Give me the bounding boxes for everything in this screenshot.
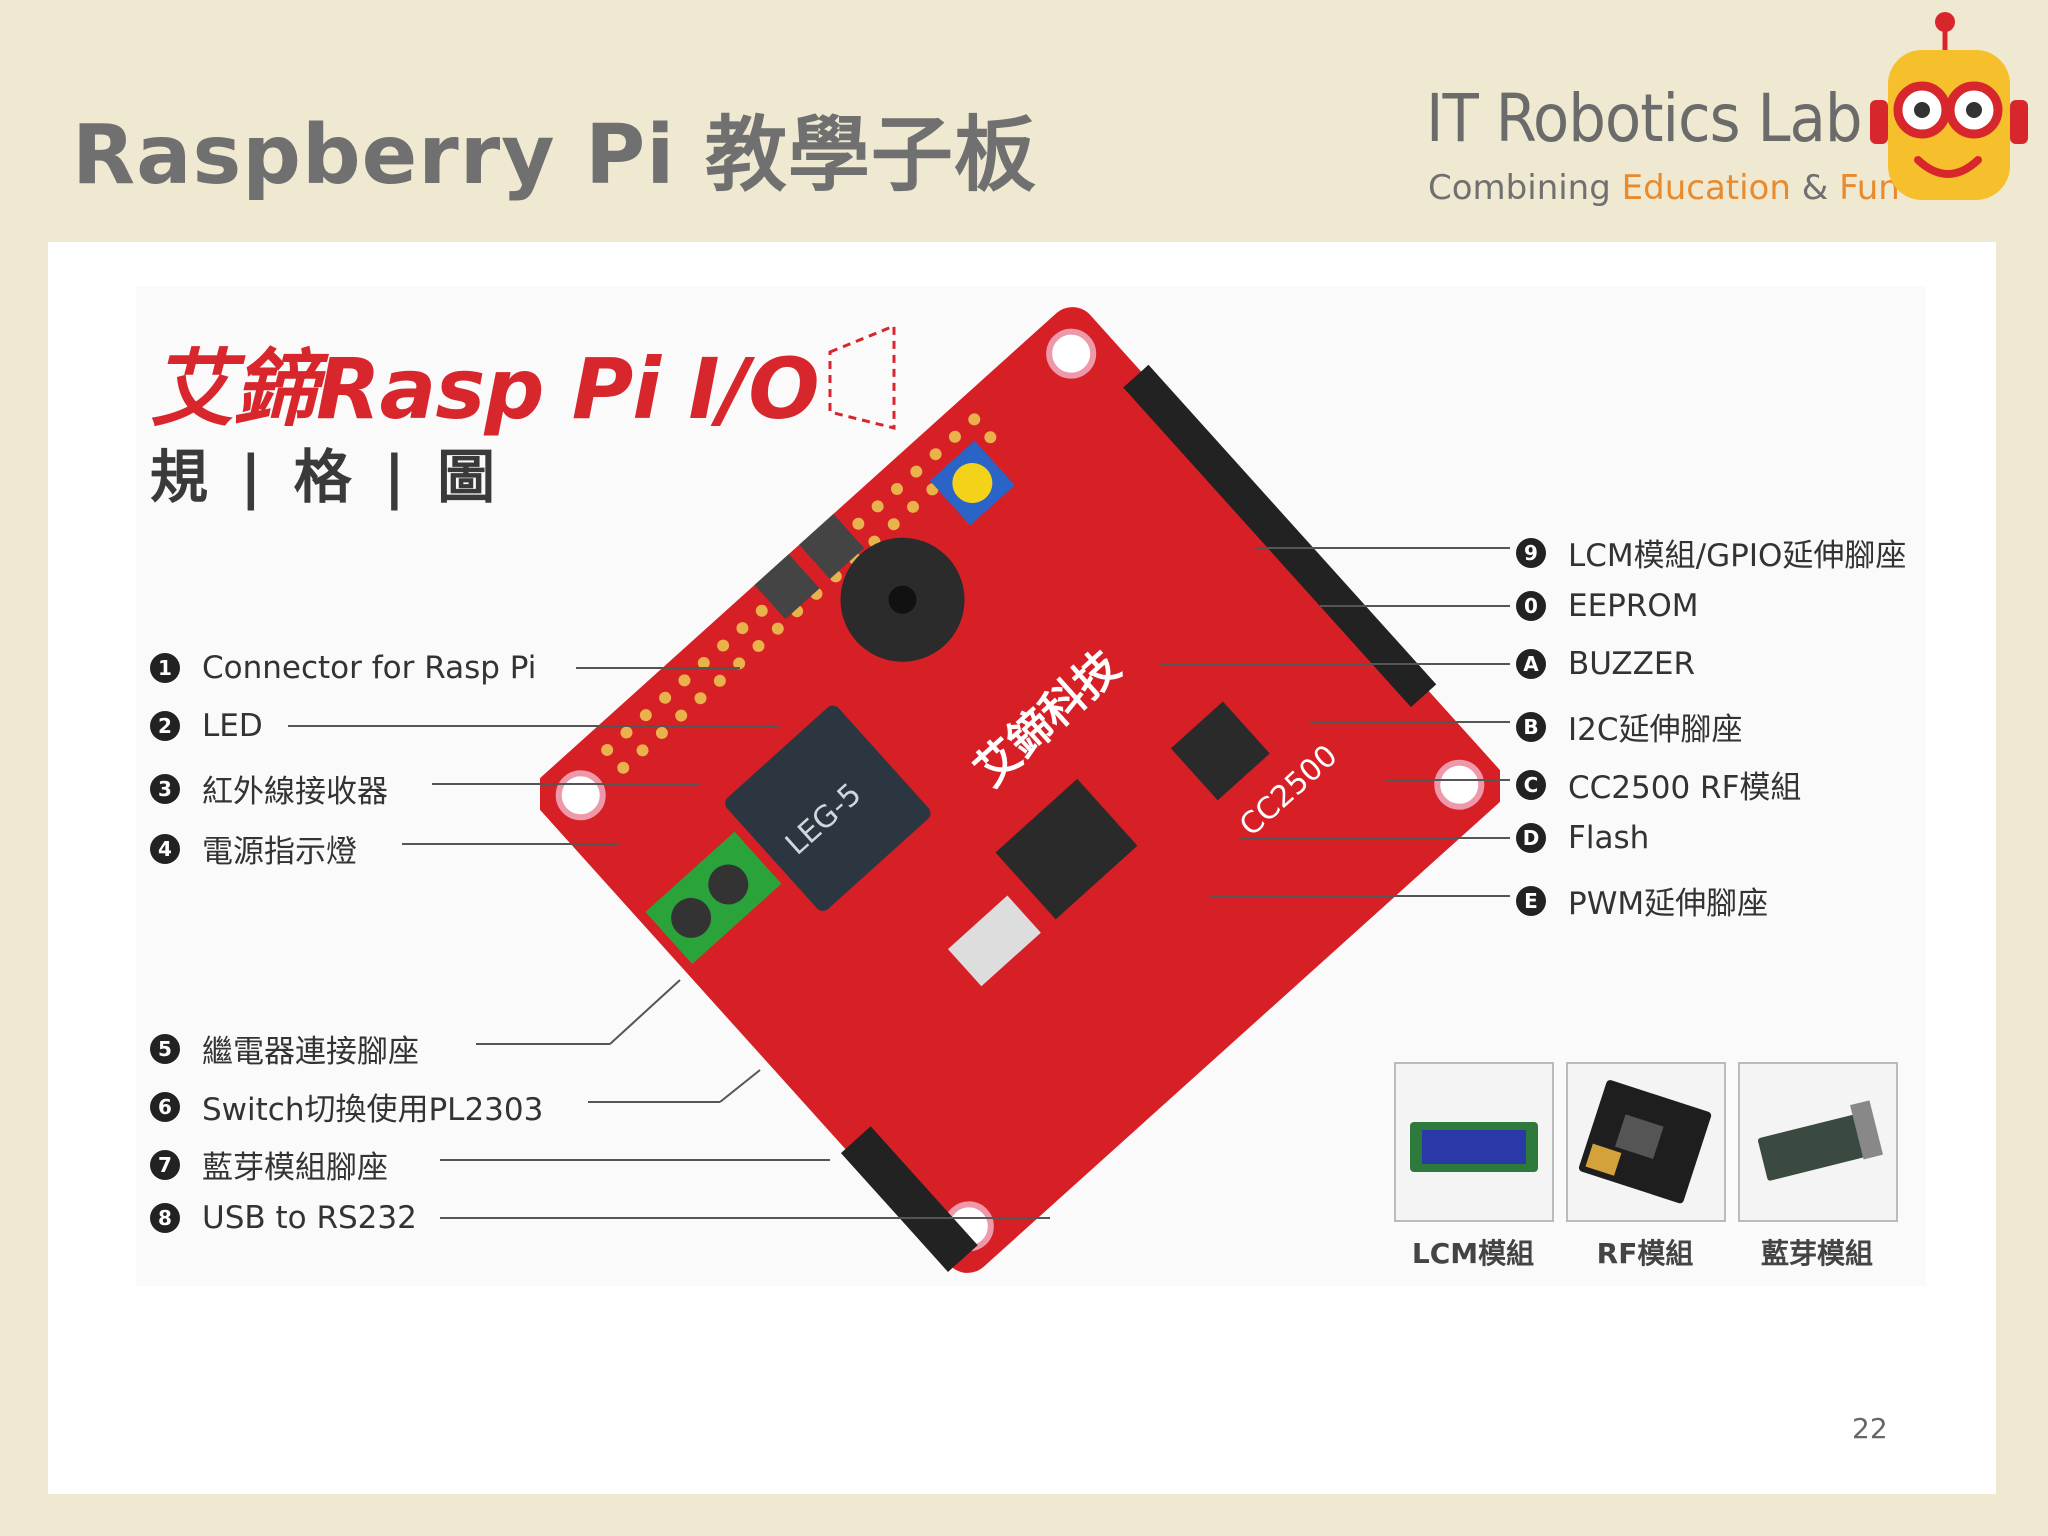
callout-text: 電源指示燈 xyxy=(202,834,357,870)
lcm-module-icon xyxy=(1410,1122,1538,1172)
bluetooth-module-image xyxy=(1738,1062,1898,1222)
callout-label-2: 2 LED xyxy=(150,708,263,744)
callout-number: 9 xyxy=(1516,537,1546,568)
callout-number: 0 xyxy=(1516,591,1546,621)
callout-text: USB to RS232 xyxy=(202,1200,417,1236)
callout-text: BUZZER xyxy=(1568,646,1696,682)
module-caption-bluetooth: 藍芽模組 xyxy=(1760,1237,1873,1270)
callout-text: Switch切換使用PL2303 xyxy=(202,1092,544,1128)
callout-label-e: E PWM延伸腳座 xyxy=(1516,878,1768,923)
callout-number: B xyxy=(1516,711,1546,742)
logo-title: IT Robotics Lab xyxy=(1426,80,1863,157)
callout-number: 5 xyxy=(150,1033,180,1064)
callout-text: CC2500 RF模組 xyxy=(1568,770,1802,806)
figure-title: 艾鍗Rasp Pi I/O xyxy=(150,340,820,438)
module-caption-rf: RF模組 xyxy=(1596,1237,1694,1270)
module-caption-lcm: LCM模組 xyxy=(1411,1237,1535,1270)
callout-label-7: 7 藍芽模組腳座 xyxy=(150,1142,388,1187)
callout-label-b: B I2C延伸腳座 xyxy=(1516,704,1743,749)
callout-label-9: 9 LCM模組/GPIO延伸腳座 xyxy=(1516,530,1906,575)
box-outline-icon xyxy=(828,323,896,430)
slide-title: Raspberry Pi 教學子板 xyxy=(72,108,1037,203)
callout-label-c: C CC2500 RF模組 xyxy=(1516,762,1801,807)
callout-text: Flash xyxy=(1568,820,1650,856)
callout-label-8: 8 USB to RS232 xyxy=(150,1200,417,1236)
callout-number: E xyxy=(1516,885,1546,916)
callout-number: C xyxy=(1516,769,1546,800)
callout-number: 8 xyxy=(150,1203,180,1233)
callout-number: 2 xyxy=(150,711,180,741)
callout-number: 3 xyxy=(150,773,180,804)
logo: IT Robotics Lab Combining Education & Fu… xyxy=(1420,10,2040,210)
callout-label-5: 5 繼電器連接腳座 xyxy=(150,1026,419,1071)
bluetooth-module-icon xyxy=(1758,1100,1883,1181)
logo-tagline-education: Education xyxy=(1621,168,1791,208)
callout-label-1: 1 Connector for Rasp Pi xyxy=(150,650,536,686)
callout-text: PWM延伸腳座 xyxy=(1568,886,1769,922)
robot-mascot-icon xyxy=(1870,12,2028,200)
callout-number: D xyxy=(1516,823,1546,853)
logo-tagline: Combining Education & Fun xyxy=(1428,168,1900,208)
rf-module-icon xyxy=(1578,1080,1712,1204)
callout-number: 4 xyxy=(150,833,180,864)
callout-label-a: A BUZZER xyxy=(1516,646,1695,682)
callout-label-3: 3 紅外線接收器 xyxy=(150,766,388,811)
callout-text: EEPROM xyxy=(1568,588,1699,624)
board-image: LEG-5 艾鍗科技 CC2500 xyxy=(540,307,1500,1273)
callout-label-d: D Flash xyxy=(1516,820,1649,856)
lcm-module-image xyxy=(1394,1062,1554,1222)
figure-subtitle: 規 | 格 | 圖 xyxy=(150,443,502,511)
page-number: 22 xyxy=(1852,1412,1888,1445)
logo-tagline-combining: Combining xyxy=(1428,168,1611,208)
callout-text: 藍芽模組腳座 xyxy=(202,1150,388,1186)
callout-text: LCM模組/GPIO延伸腳座 xyxy=(1568,538,1907,574)
callout-text: 繼電器連接腳座 xyxy=(202,1034,419,1070)
callout-label-4: 4 電源指示燈 xyxy=(150,826,357,871)
callout-label-6: 6 Switch切換使用PL2303 xyxy=(150,1084,543,1129)
rf-module-image xyxy=(1566,1062,1726,1222)
callout-text: 紅外線接收器 xyxy=(202,774,388,810)
callout-number: A xyxy=(1516,649,1546,679)
callout-number: 1 xyxy=(150,653,180,683)
callout-label-0: 0 EEPROM xyxy=(1516,588,1699,624)
callout-text: Connector for Rasp Pi xyxy=(202,650,537,686)
callout-number: 6 xyxy=(150,1091,180,1122)
callout-number: 7 xyxy=(150,1149,180,1180)
callout-text: LED xyxy=(202,708,263,744)
callout-text: I2C延伸腳座 xyxy=(1568,712,1743,748)
logo-tagline-amp: & xyxy=(1801,168,1829,208)
